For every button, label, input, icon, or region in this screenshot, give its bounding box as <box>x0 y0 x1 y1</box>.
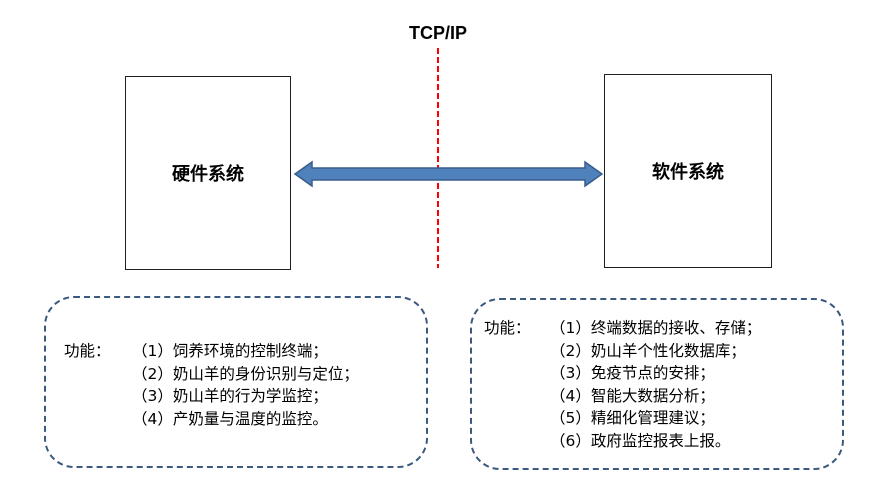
hardware-function-item: （1）饲养环境的控制终端； <box>132 342 328 360</box>
software-functions-list: （1）终端数据的接收、存储； （2）奶山羊个性化数据库； （3）免疫节点的安排；… <box>550 317 761 452</box>
hardware-functions-panel: 功能： （1）饲养环境的控制终端； （2）奶山羊的身份识别与定位； （3）奶山羊… <box>44 296 428 468</box>
hardware-function-item: （4）产奶量与温度的监控。 <box>132 409 328 428</box>
hardware-function-item: （2）奶山羊的身份识别与定位； <box>132 364 359 383</box>
software-functions-label: 功能： <box>484 319 531 337</box>
software-function-item: （4）智能大数据分析； <box>550 386 715 405</box>
tcp-ip-label: TCP/IP <box>408 23 467 43</box>
hardware-functions-list: （1）饲养环境的控制终端； （2）奶山羊的身份识别与定位； （3）奶山羊的行为学… <box>132 340 359 430</box>
hardware-system-title: 硬件系统 <box>172 164 244 185</box>
hardware-function-item: （3）奶山羊的行为学监控； <box>132 387 328 405</box>
software-function-item: （5）精细化管理建议； <box>550 409 715 427</box>
software-function-item: （1）终端数据的接收、存储； <box>550 319 762 337</box>
hardware-system-box: 硬件系统 <box>125 76 291 270</box>
software-function-item: （2）奶山羊个性化数据库； <box>550 341 746 360</box>
software-function-item: （6）政府监控报表上报。 <box>550 431 731 450</box>
software-functions-panel: 功能： （1）终端数据的接收、存储； （2）奶山羊个性化数据库； （3）免疫节点… <box>470 298 844 470</box>
bidirectional-arrow <box>293 160 604 188</box>
software-system-title: 软件系统 <box>652 162 724 183</box>
software-function-item: （3）免疫节点的安排； <box>550 364 715 382</box>
software-system-box: 软件系统 <box>604 74 772 268</box>
hardware-functions-label: 功能： <box>64 342 111 360</box>
